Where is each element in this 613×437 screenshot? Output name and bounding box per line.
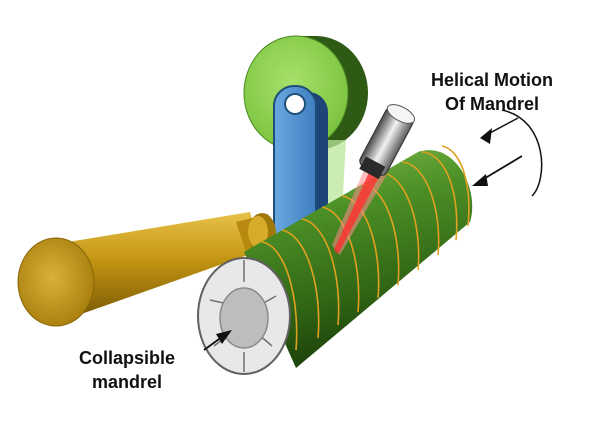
arrow-icon xyxy=(472,155,523,186)
shaft-collar-face xyxy=(248,216,268,248)
helical-label-line2: Of Mandrel xyxy=(444,94,539,114)
winding-lines xyxy=(261,145,470,351)
laser-beam xyxy=(334,170,380,254)
laser-body xyxy=(359,104,416,180)
collapsible-mandrel-label: Collapsible mandrel xyxy=(62,346,192,394)
shaft-end xyxy=(17,237,95,327)
helical-motion-label: Helical Motion Of Mandrel xyxy=(412,68,572,116)
laser-head-icon xyxy=(332,104,416,255)
shaft-body xyxy=(56,212,262,318)
helical-label-line1: Helical Motion xyxy=(430,70,553,90)
drive-shaft xyxy=(17,212,276,327)
collapsible-label-line2: mandrel xyxy=(91,372,163,392)
curved-arrow-icon xyxy=(480,109,543,197)
pointer-arrow-icon xyxy=(203,330,232,351)
upper-pivot xyxy=(284,93,306,115)
mandrel-core xyxy=(219,287,269,349)
collapsible-label-line1: Collapsible xyxy=(78,348,176,368)
mandrel xyxy=(197,145,473,375)
mandrel-body xyxy=(244,150,473,368)
